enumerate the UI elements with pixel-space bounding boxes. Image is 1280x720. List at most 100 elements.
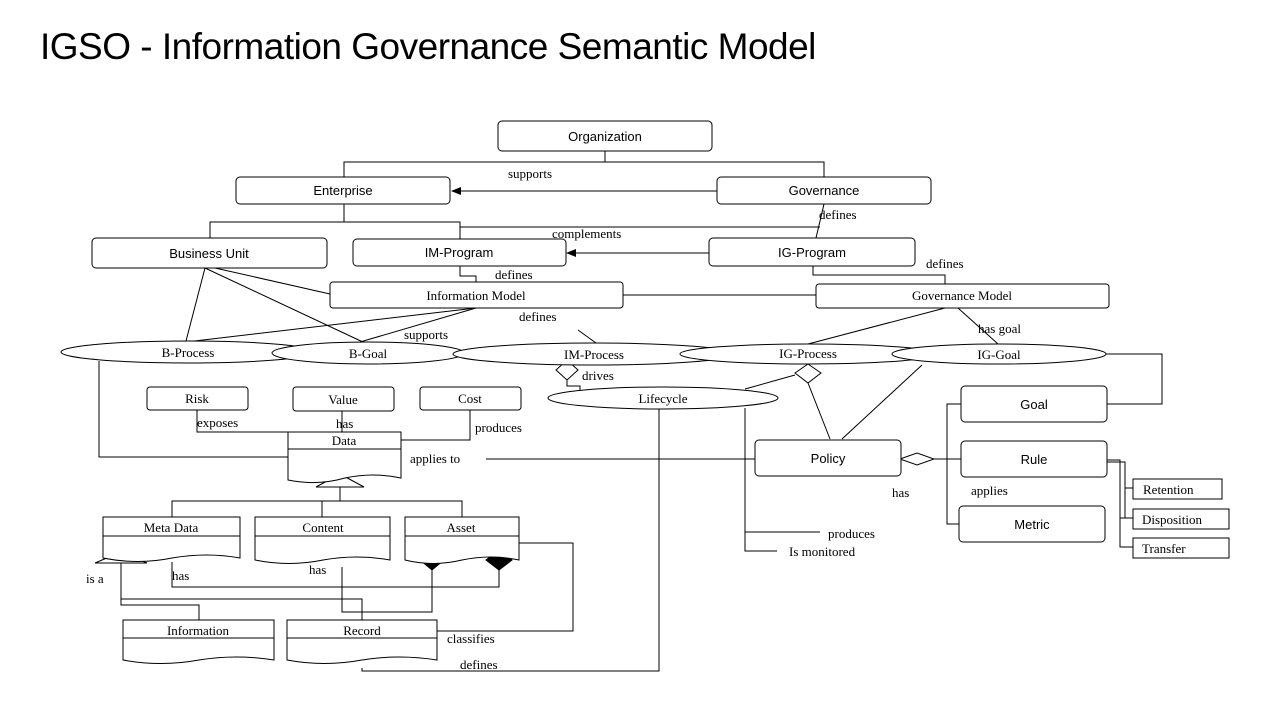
rule-retention-line [1107,461,1133,489]
cost-label: Cost [458,391,482,406]
organization-node[interactable]: Organization [497,120,713,152]
gov-defines-line [815,203,825,239]
ig-process-label: IG-Process [779,346,837,361]
record-label: Record [343,623,381,638]
gen-branch-line [171,500,463,517]
enterprise-label: Enterprise [313,183,372,198]
meta-data-node[interactable]: Meta Data [102,516,241,562]
iggoal-policy-line [841,364,923,440]
defines-mid-label: defines [519,309,557,324]
goal-label: Goal [1020,397,1048,412]
disposition-node[interactable]: Disposition [1132,508,1230,530]
retention-node[interactable]: Retention [1132,478,1223,500]
drives-label: drives [582,368,614,383]
nodes: Organization Enterprise Governance Busin… [91,120,1230,664]
cost-node[interactable]: Cost [419,386,522,411]
iggoal-goal-line [1106,353,1163,405]
rule-label: Rule [1021,452,1048,467]
information-model-node[interactable]: Information Model [329,281,624,309]
transfer-label: Transfer [1142,541,1186,556]
rule-transfer-line [1107,459,1133,548]
applies-label: applies [971,483,1008,498]
metric-label: Metric [1014,517,1050,532]
im-program-node[interactable]: IM-Program [352,238,567,267]
disposition-label: Disposition [1142,512,1202,527]
lifecycle-node[interactable]: Lifecycle [547,386,779,410]
im-process-node[interactable]: IM-Process [452,342,736,366]
exposes-label: exposes [197,415,238,430]
page-title: IGSO - Information Governance Semantic M… [40,26,816,67]
content-node[interactable]: Content [254,516,391,564]
isa-information-line [120,563,200,620]
igprocess-policy-line [807,382,831,440]
content-label: Content [302,520,344,535]
supports-mid-label: supports [404,327,448,342]
igprocess-lifecycle-line [744,374,796,390]
b-goal-node[interactable]: B-Goal [271,341,465,365]
risk-label: Risk [185,391,209,406]
has-content-label: has [309,562,326,577]
governance-model-node[interactable]: Governance Model [815,283,1110,309]
defines-im-label: defines [495,267,533,282]
enterprise-bu-line [209,204,345,238]
bu-bprocess-line [185,267,206,342]
defines-record-label: defines [460,657,498,672]
im-bgoal-line [359,307,477,343]
relation-labels: supports defines complements defines def… [86,166,1021,672]
has-goal-label: has goal [978,321,1021,336]
value-node[interactable]: Value [292,386,395,412]
transfer-node[interactable]: Transfer [1132,537,1230,559]
produces-cost-label: produces [475,420,522,435]
asset-node[interactable]: Asset [404,516,520,564]
risk-data-line [196,410,288,433]
information-node[interactable]: Information [122,619,275,664]
ig-program-label: IG-Program [778,245,846,260]
b-goal-label: B-Goal [349,346,388,361]
drives-line [566,380,581,390]
bu-bgoal-line [204,267,366,344]
policy-goal-metric-line [946,403,961,525]
enterprise-im-line [344,221,461,239]
information-label: Information [167,623,230,638]
has-value-label: has [336,416,353,431]
ig-program-node[interactable]: IG-Program [708,237,916,267]
policy-label: Policy [811,451,846,466]
data-label: Data [332,433,357,448]
im-improcess-line [577,329,597,344]
meta-has-line [171,562,500,588]
igprocess-diamond [794,363,822,384]
record-node[interactable]: Record [286,619,438,664]
metric-node[interactable]: Metric [958,505,1106,543]
org-branch-line [343,161,825,177]
policy-node[interactable]: Policy [754,439,902,477]
applies-to-label: applies to [410,451,460,466]
is-a-label: is a [86,571,104,586]
goal-node[interactable]: Goal [960,385,1108,423]
rule-node[interactable]: Rule [960,440,1108,478]
meta-data-label: Meta Data [144,520,199,535]
defines-gov-label: defines [819,207,857,222]
risk-node[interactable]: Risk [146,386,249,411]
enterprise-ig-line [459,222,820,228]
governance-node[interactable]: Governance [716,176,932,205]
im-defines-line [459,266,477,282]
data-node[interactable]: Data [287,431,402,484]
is-monitored-label: Is monitored [789,544,856,559]
governance-label: Governance [789,183,860,198]
has-meta-label: has [172,568,189,583]
business-unit-node[interactable]: Business Unit [91,237,328,269]
b-process-node[interactable]: B-Process [60,340,316,364]
ig-goal-node[interactable]: IG-Goal [891,343,1107,365]
monitored-line [744,408,777,552]
im-program-label: IM-Program [425,245,494,260]
ig-goal-label: IG-Goal [977,347,1021,362]
has-policy-label: has [892,485,909,500]
bu-im-line [214,267,331,295]
policy-diamond [898,452,936,466]
lifecycle-record-line [361,408,660,672]
b-process-label: B-Process [162,345,215,360]
enterprise-node[interactable]: Enterprise [235,176,451,205]
bprocess-data-line [98,361,288,458]
gm-iggoal-line [957,307,999,345]
